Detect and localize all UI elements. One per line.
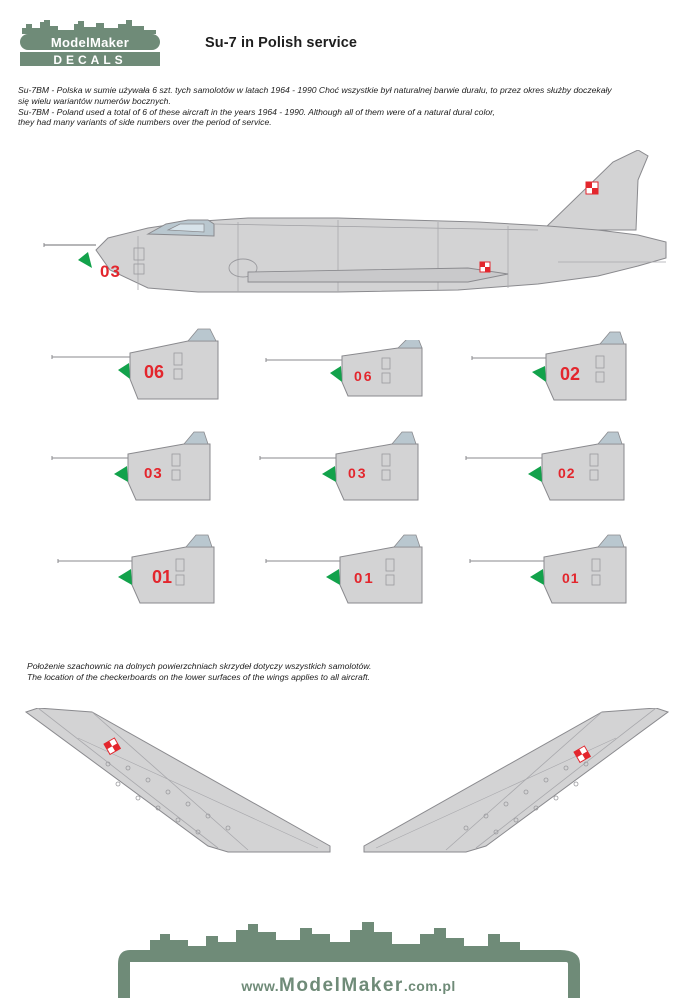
wing-note-en: The location of the checkerboards on the…: [27, 672, 370, 682]
nose-number-1: 06: [144, 362, 164, 382]
intro-en-line-2: they had many variants of side numbers o…: [18, 117, 272, 128]
nose-number-9: 01: [562, 570, 580, 586]
intro-pl-line-1: Su-7BM - Polska w sumie używała 6 szt. t…: [18, 85, 612, 95]
wing-note: Położenie szachownic na dolnych powierzc…: [27, 661, 371, 683]
wing-note-pl: Położenie szachownic na dolnych powierzc…: [27, 661, 372, 671]
intro-en-line-1: Su-7BM - Poland used a total of 6 of the…: [18, 106, 495, 117]
nose-variant-7: 01: [57, 534, 215, 604]
logo-top-text: ModelMaker: [51, 35, 129, 50]
brand-logo: ModelMaker DECALS: [20, 20, 160, 67]
main-aircraft-side-view: 03: [43, 150, 667, 293]
nose-number-6: 02: [558, 465, 576, 481]
nose-variant-6: 02: [465, 431, 625, 501]
footer-skyline: [118, 922, 580, 998]
logo-bottom-text: DECALS: [53, 53, 126, 67]
nose-variant-5: 03: [259, 431, 419, 501]
nose-variant-3: 02: [471, 331, 627, 401]
nose-number-3: 02: [560, 364, 580, 384]
nose-number-5: 03: [348, 465, 368, 481]
nose-number-8: 01: [354, 570, 375, 587]
footer-url[interactable]: www.ModelMaker.com.pl: [0, 975, 697, 997]
footer-url-brand: ModelMaker: [279, 975, 404, 996]
intro-text: Su-7BM - Polska w sumie używała 6 szt. t…: [18, 85, 683, 128]
intro-pl-line-2: się wielu wariantów numerów bocznych.: [18, 95, 171, 106]
nose-variant-4: 03: [51, 431, 211, 501]
main-side-number: 03: [100, 262, 121, 281]
tail-checkerboard-icon: [585, 181, 599, 195]
footer-url-suffix: .com.pl: [403, 978, 456, 994]
page-title: Su-7 in Polish service: [205, 35, 358, 51]
nose-variant-8: 01: [265, 534, 423, 604]
right-wing-checkerboard-icon: [573, 745, 592, 764]
nose-variant-9: 01: [469, 534, 627, 604]
fuselage-checkerboard-icon: [479, 261, 491, 273]
footer-url-prefix: www.: [241, 978, 279, 994]
nose-number-7: 01: [152, 567, 172, 587]
right-wing-underside: [363, 708, 670, 853]
nose-number-2: 06: [354, 368, 374, 384]
left-wing-underside: [24, 708, 331, 853]
left-wing-checkerboard-icon: [103, 737, 122, 756]
nose-variant-2: 06: [265, 340, 423, 397]
nose-number-4: 03: [144, 465, 163, 482]
nose-variant-1: 06: [51, 328, 219, 400]
